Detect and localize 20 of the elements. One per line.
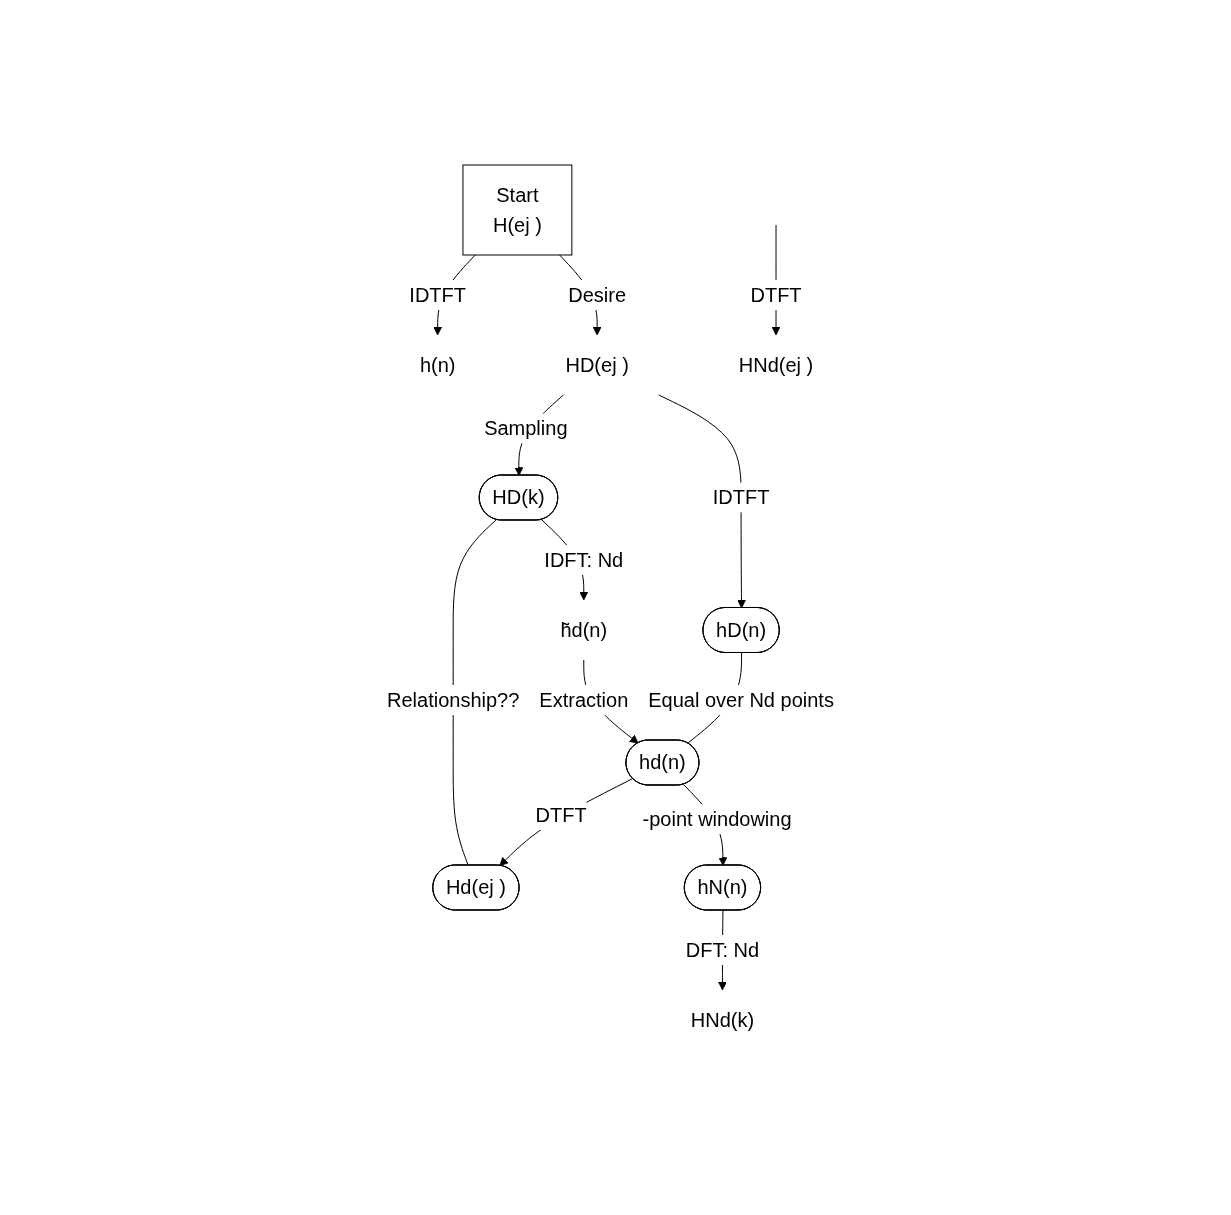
edge-label: IDFT: Nd bbox=[544, 548, 624, 571]
connector bbox=[453, 519, 498, 866]
node-text: HNd(ej ) bbox=[739, 354, 814, 376]
node-box: Start H(ej ) bbox=[462, 164, 573, 256]
edge-label: Equal over Nd points bbox=[648, 688, 835, 711]
edge-label: DFT: Nd bbox=[686, 938, 760, 961]
edge-label: -point windowing bbox=[642, 808, 792, 831]
edge-label: Extraction bbox=[539, 688, 629, 711]
edge-label: Desire bbox=[568, 284, 627, 306]
edge-label: IDTFT bbox=[409, 284, 467, 306]
edge-label: DTFT bbox=[535, 803, 588, 826]
node-text: h̃d(n) bbox=[560, 618, 608, 641]
node-text: HNd(k) bbox=[691, 1008, 755, 1031]
arrow bbox=[499, 778, 634, 867]
edge-label: DTFT bbox=[750, 284, 802, 306]
edge-label: Sampling bbox=[484, 417, 568, 440]
node-text: h(n) bbox=[420, 354, 456, 376]
edge-label: Relationship?? bbox=[387, 688, 520, 711]
node-text: HD(ej ) bbox=[565, 354, 630, 376]
edge-label: IDTFT bbox=[713, 486, 770, 509]
